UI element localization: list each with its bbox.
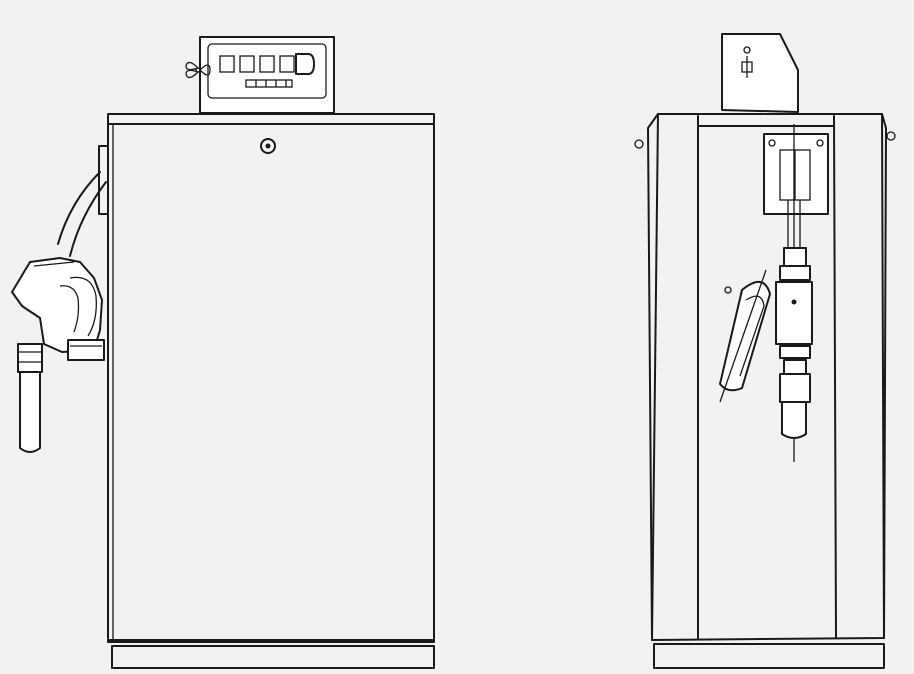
side-cabinet — [634, 113, 896, 641]
mount-bracket — [721, 33, 799, 113]
front-hose — [57, 171, 107, 257]
side-plinth — [653, 643, 885, 669]
side-view — [634, 33, 896, 669]
display-head — [199, 36, 335, 114]
front-plinth — [111, 645, 435, 669]
front-view — [11, 36, 435, 669]
fan-icon — [185, 61, 211, 79]
lock-icon — [260, 138, 276, 154]
hose-bracket — [98, 145, 109, 215]
meter-panel — [763, 133, 829, 215]
fuel-nozzle-icon — [11, 257, 105, 453]
front-cabinet — [107, 113, 435, 643]
filter-assembly — [775, 124, 813, 462]
side-nozzle-icon — [719, 269, 771, 403]
